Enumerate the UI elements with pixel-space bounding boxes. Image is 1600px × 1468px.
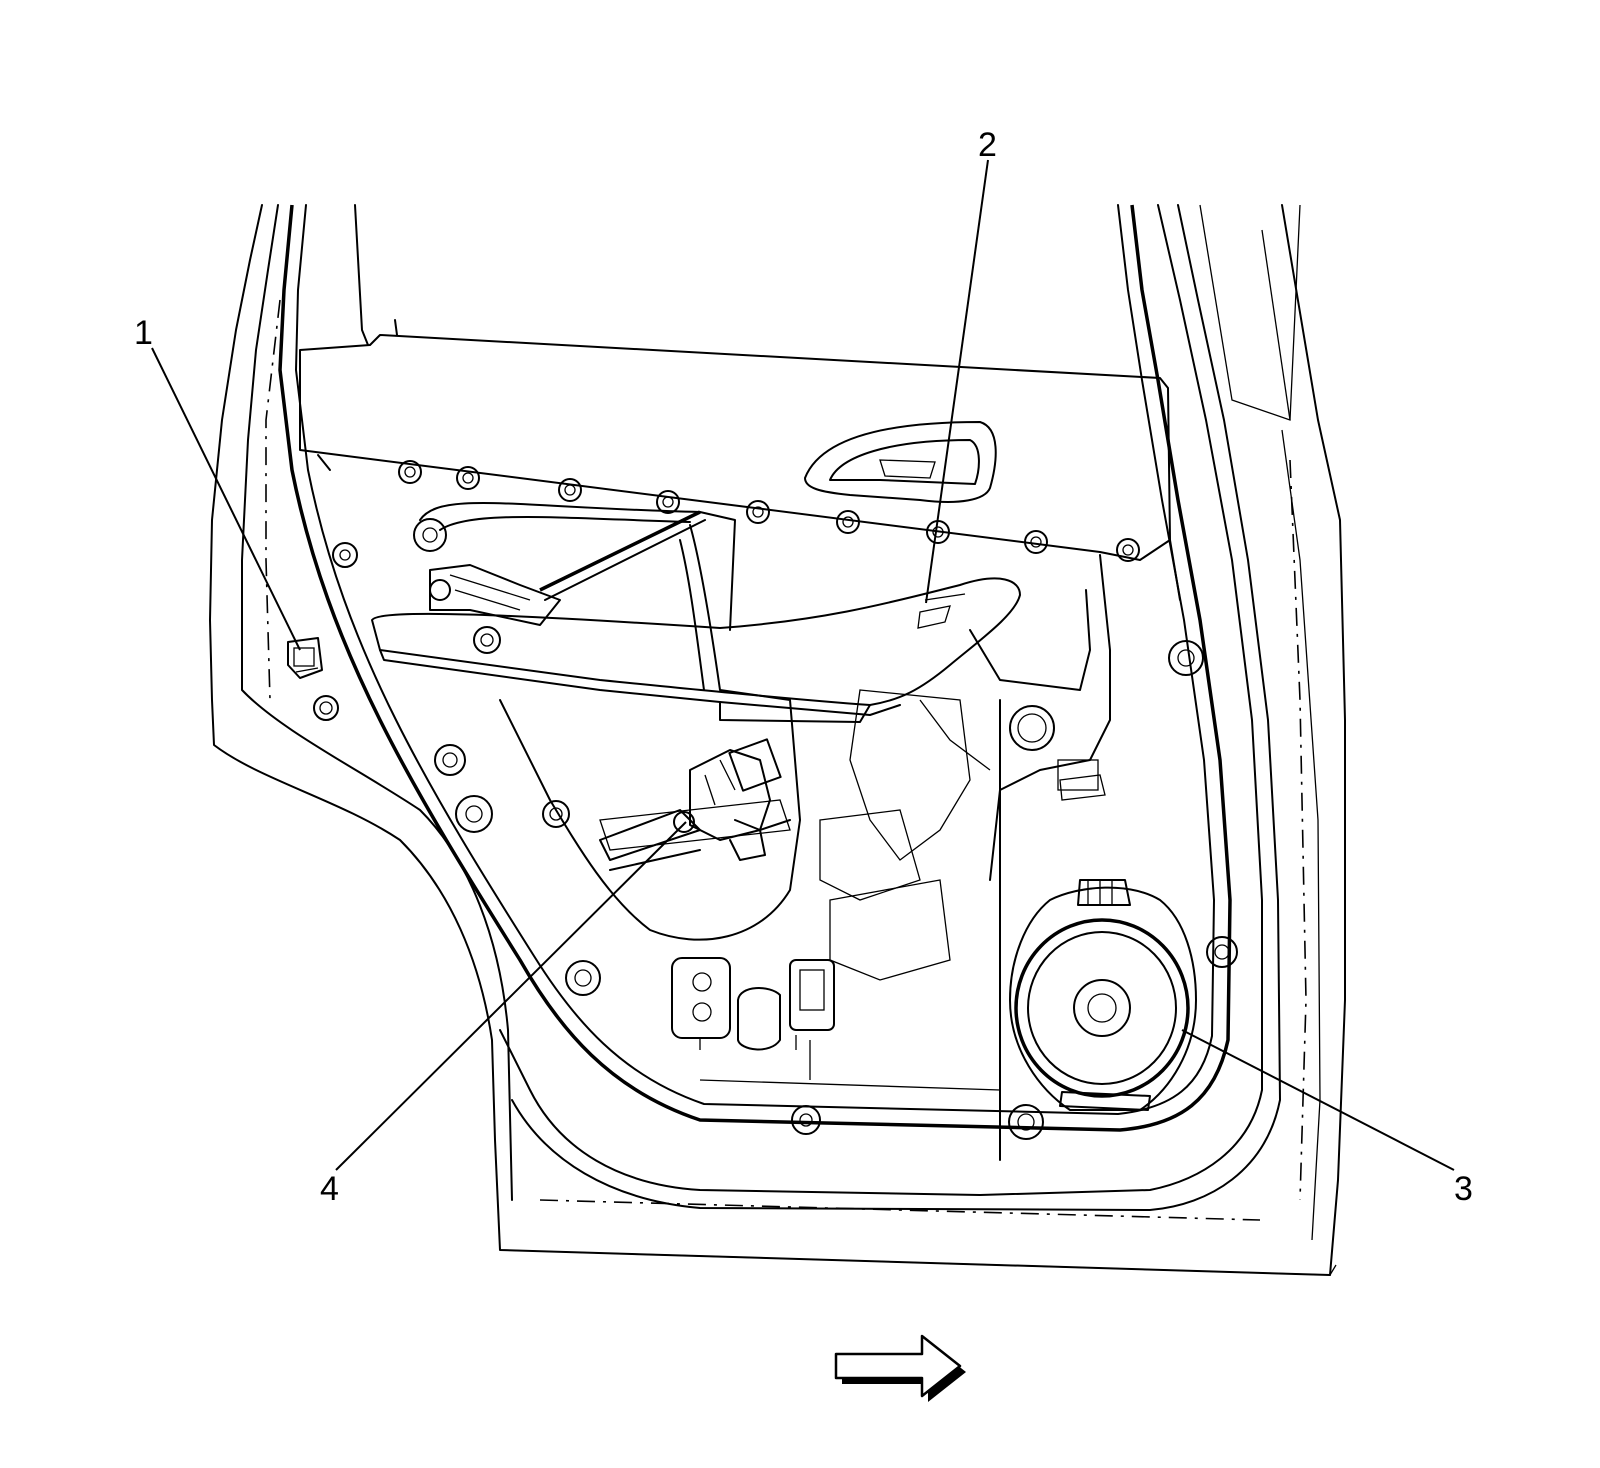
armrest-pull-handle	[371, 577, 1021, 723]
callout-label-1: 1	[134, 314, 153, 352]
callout-label-3: 3	[1454, 1170, 1473, 1208]
door-outer-shell	[209, 204, 1346, 1276]
callout-leader-1	[151, 347, 301, 651]
callout-label-2: 2	[978, 126, 997, 164]
window-motor	[673, 738, 791, 861]
callout-leader-4	[335, 821, 687, 1171]
inner-door-panel	[313, 502, 1238, 1161]
upper-trim-panel	[299, 204, 1171, 562]
callout-leader-2	[925, 159, 989, 604]
right-arrow-icon	[834, 1334, 966, 1402]
callout-label-4: 4	[320, 1170, 339, 1208]
callout-leader-3	[1181, 1029, 1455, 1171]
window-regulator	[429, 510, 706, 871]
door-connector	[287, 637, 323, 679]
door-speaker	[1009, 879, 1197, 1111]
panel-clips	[398, 460, 1140, 562]
